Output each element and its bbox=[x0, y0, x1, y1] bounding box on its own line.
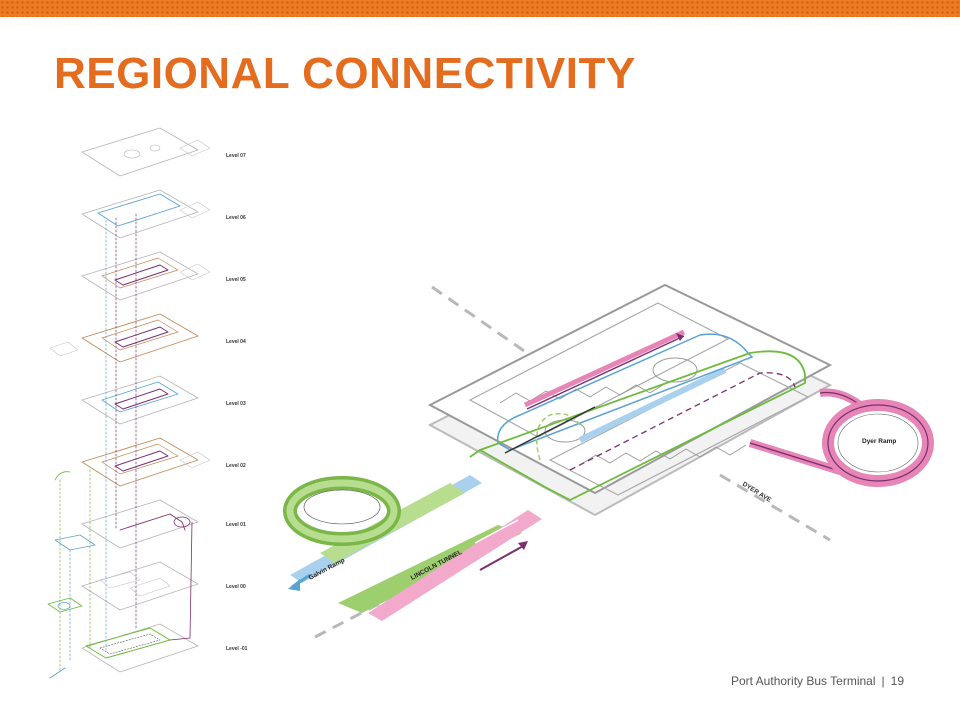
terminal-diagram-svg: Galvin Ramp LINCOLN TUNNEL DYER AVE Dyer… bbox=[283, 283, 934, 639]
street-guide-line bbox=[431, 285, 531, 357]
purple-route bbox=[526, 335, 685, 410]
dyer-ave-guide-line bbox=[719, 473, 831, 542]
galvin-ramp-loop-edge bbox=[303, 489, 381, 525]
lincoln-tunnel-green-arrow bbox=[474, 519, 519, 544]
upper-bus-bay bbox=[468, 302, 730, 438]
galvin-ramp-loop-inner bbox=[286, 479, 398, 543]
level-01-plate bbox=[54, 471, 199, 551]
circulation-core bbox=[652, 357, 698, 383]
vertical-connectors bbox=[59, 213, 137, 671]
dyer-ramp-loop-line bbox=[827, 404, 929, 482]
level-07-plate bbox=[81, 127, 211, 177]
level-stack-diagram: Level 07 Level 06 Level 05 Level 04 Leve… bbox=[20, 110, 255, 695]
upper-bay-platforms bbox=[499, 382, 667, 404]
lincoln-tunnel-pink-band bbox=[368, 510, 542, 621]
level-label-07: Level 07 bbox=[226, 153, 246, 159]
level-06-plate bbox=[81, 189, 211, 239]
footer-separator: | bbox=[881, 674, 885, 688]
terminal-axonometric-diagram: Galvin Ramp LINCOLN TUNNEL DYER AVE Dyer… bbox=[280, 275, 950, 655]
level-label-03: Level 03 bbox=[226, 401, 246, 407]
slide-title: REGIONAL CONNECTIVITY bbox=[54, 49, 636, 98]
level-05-plate bbox=[81, 251, 211, 301]
footer-organization: Port Authority Bus Terminal bbox=[731, 674, 876, 688]
level-03-plate bbox=[81, 375, 199, 425]
level-minus-01-plate bbox=[49, 521, 199, 679]
level-00-plate bbox=[47, 561, 199, 613]
dyer-ramp-inner-edge bbox=[837, 413, 919, 473]
purple-route-arrowhead bbox=[676, 333, 684, 341]
level-04-plate bbox=[49, 313, 199, 363]
dark-route bbox=[504, 406, 596, 454]
lower-bay-platforms bbox=[579, 444, 747, 466]
purple-dashed-route bbox=[569, 372, 796, 471]
blue-route-band bbox=[578, 367, 727, 443]
green-route bbox=[479, 350, 806, 502]
dyer-ramp-label: Dyer Ramp bbox=[862, 438, 896, 445]
level-label-04: Level 04 bbox=[226, 339, 246, 345]
level-label-00: Level 00 bbox=[226, 584, 246, 590]
dyer-ave-label: DYER AVE bbox=[741, 481, 773, 505]
pink-route bbox=[523, 329, 686, 408]
street-guide-line-lower bbox=[314, 591, 401, 639]
lincoln-tunnel-pink-arrowhead bbox=[518, 541, 528, 550]
level-label-01: Level 01 bbox=[226, 522, 246, 528]
level-label-06: Level 06 bbox=[226, 215, 246, 221]
dyer-ramp-connector-line bbox=[749, 442, 841, 472]
galvin-ramp-arrowhead bbox=[288, 579, 300, 591]
top-pattern-band bbox=[0, 0, 960, 17]
lincoln-tunnel-pink-arrow bbox=[479, 544, 526, 571]
green-route-return bbox=[469, 448, 546, 488]
slide-footer: Port Authority Bus Terminal | 19 bbox=[731, 674, 904, 688]
page-number: 19 bbox=[890, 674, 904, 688]
level-stack-svg bbox=[47, 127, 211, 679]
level-label-minus-01: Level -01 bbox=[226, 646, 248, 652]
level-label-05: Level 05 bbox=[226, 277, 246, 283]
level-02-plate bbox=[81, 437, 211, 487]
level-label-02: Level 02 bbox=[226, 463, 246, 469]
